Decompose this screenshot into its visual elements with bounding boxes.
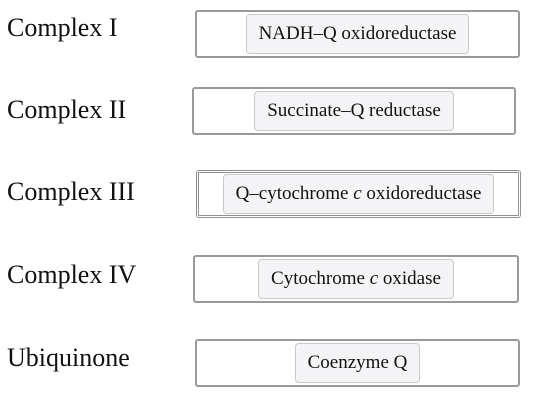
row-label-complex-ii: Complex II: [7, 95, 127, 124]
answer-chip-nadh-q-oxidoreductase[interactable]: NADH–Q oxidoreductase: [245, 14, 470, 54]
row-label-complex-i: Complex I: [7, 13, 118, 42]
drop-zone-complex-ii[interactable]: Succinate–Q reductase: [192, 87, 516, 135]
answer-chip-cytochrome-c-oxidase[interactable]: Cytochrome c oxidase: [258, 259, 454, 299]
drop-zone-complex-i[interactable]: NADH–Q oxidoreductase: [195, 10, 520, 58]
row-label-complex-iv: Complex IV: [7, 260, 137, 289]
drop-zone-complex-iv[interactable]: Cytochrome c oxidase: [193, 255, 519, 303]
drop-zone-complex-iii[interactable]: Q–cytochrome c oxidoreductase: [196, 170, 521, 218]
drop-zone-ubiquinone[interactable]: Coenzyme Q: [195, 339, 520, 387]
answer-chip-succinate-q-reductase[interactable]: Succinate–Q reductase: [254, 91, 454, 131]
row-label-ubiquinone: Ubiquinone: [7, 343, 130, 372]
answer-chip-q-cytochrome-c-oxidoreductase[interactable]: Q–cytochrome c oxidoreductase: [222, 174, 495, 214]
row-label-complex-iii: Complex III: [7, 177, 135, 206]
answer-chip-coenzyme-q[interactable]: Coenzyme Q: [294, 343, 421, 383]
